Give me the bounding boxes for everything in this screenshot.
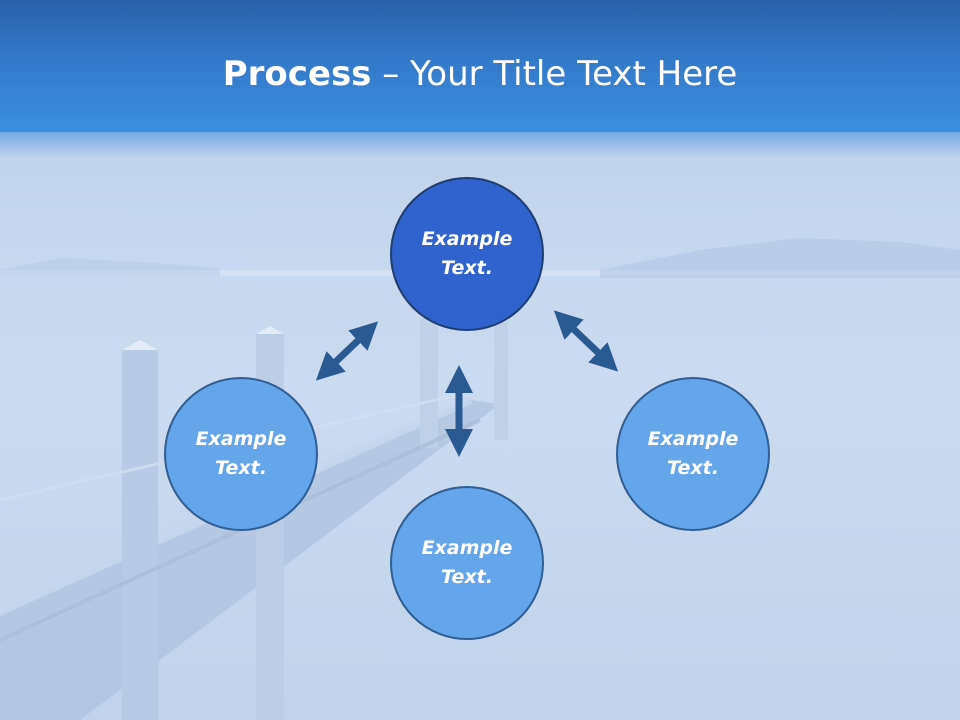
bottom-node-label-line1: Example — [421, 537, 513, 559]
bottom-node: Example Text. — [390, 486, 544, 640]
right-node: Example Text. — [616, 377, 770, 531]
title-rest: – Your Title Text Here — [371, 54, 738, 94]
left-node-label: Example Text. — [181, 425, 301, 483]
title-bar — [0, 0, 960, 132]
center-node-label-line2: Text. — [441, 257, 493, 279]
left-node-label-line2: Text. — [215, 457, 267, 479]
left-node: Example Text. — [164, 377, 318, 531]
arrow-center-left — [315, 321, 379, 381]
center-node-label-line1: Example — [421, 228, 513, 250]
center-node-label: Example Text. — [407, 225, 527, 283]
right-node-label-line2: Text. — [667, 457, 719, 479]
right-node-label-line1: Example — [647, 428, 739, 450]
title-bar-fade — [0, 118, 960, 158]
title-bold: Process — [222, 54, 372, 94]
slide-title: Process – Your Title Text Here — [0, 52, 960, 96]
bottom-node-label-line2: Text. — [441, 566, 493, 588]
left-node-label-line1: Example — [195, 428, 287, 450]
center-node: Example Text. — [390, 177, 544, 331]
arrow-center-right — [553, 310, 619, 372]
right-node-label: Example Text. — [633, 425, 753, 483]
bottom-node-label: Example Text. — [407, 534, 527, 592]
